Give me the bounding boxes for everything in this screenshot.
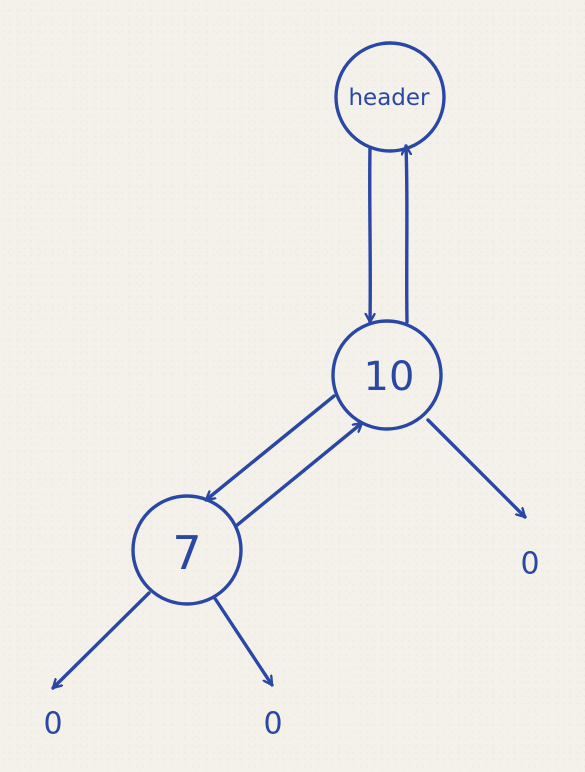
- edge-left-to-right-null: [212, 595, 274, 687]
- header-node-label: header: [348, 85, 430, 111]
- left-node-label: 7: [172, 526, 201, 580]
- edge-root-to-header: [406, 144, 407, 324]
- null-leaf-left-right: 0: [263, 707, 282, 742]
- edge-left-to-root: [234, 421, 364, 528]
- null-leaf-root-right: 0: [520, 547, 539, 582]
- root-node-label: 10: [364, 354, 415, 400]
- header-node: header: [334, 41, 446, 153]
- left-node-circle: [131, 494, 243, 606]
- edge-header-to-root: [370, 146, 371, 324]
- root-node: 10: [331, 319, 443, 431]
- left-node: 7: [131, 494, 243, 606]
- edge-root-to-left: [204, 394, 336, 502]
- edge-left-to-left-null: [51, 591, 151, 690]
- root-node-circle: [331, 319, 443, 431]
- edge-root-to-right-null: [426, 418, 527, 519]
- null-leaf-left-left: 0: [43, 707, 62, 742]
- header-node-circle: [334, 41, 446, 153]
